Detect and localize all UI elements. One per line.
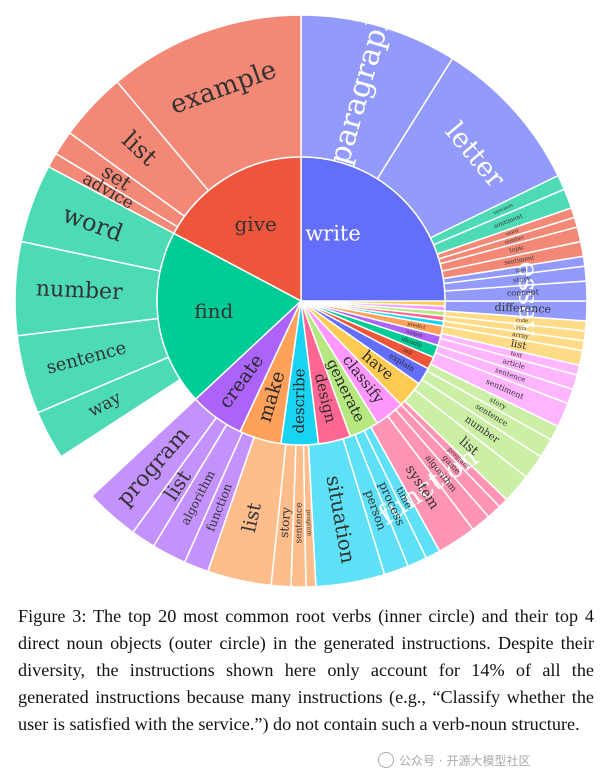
outer-label-tell-topic: topic [509, 244, 526, 254]
inner-slice-find[interactable] [156, 232, 303, 401]
inner-label-output: output [405, 329, 423, 339]
inner-slice-give[interactable] [172, 156, 302, 303]
inner-label-give: give [235, 212, 277, 236]
inner-label-tell: tell [402, 348, 413, 357]
outer-label-tell-number: number [504, 235, 525, 246]
inner-label-find: find [194, 299, 233, 323]
outer-label-make-sentence: sentence [294, 503, 304, 544]
figure-caption: Figure 3: The top 20 most common root ve… [18, 606, 594, 734]
outer-label-classify-text: text [510, 350, 524, 360]
outer-label-have-sum: sum [516, 325, 527, 332]
inner-label-predict: predict [407, 321, 426, 331]
inner-slice-unlabeled[interactable] [300, 300, 446, 307]
wechat-icon [378, 752, 394, 768]
inner-label-describe: describe [290, 368, 309, 433]
outer-label-make-program: program [305, 510, 313, 537]
outer-label-explain-story: story [513, 275, 532, 285]
outer-label-have-code: code [516, 317, 528, 324]
outer-label-explain-concept: concept [507, 288, 540, 298]
outer-label-have-list: list [510, 338, 527, 352]
outer-label-make-story: story [277, 506, 293, 538]
outer-label-write-essay: essay [512, 261, 544, 337]
outer-label-tell-word: word [505, 228, 520, 238]
outer-label-find-number: number [35, 276, 123, 305]
watermark-text: 公众号 · 开源大模型社区 [399, 754, 531, 768]
outer-label-explain-idea: idea [515, 267, 526, 274]
inner-label-write: write [305, 222, 361, 246]
watermark: 公众号 · 开源大模型社区 [378, 752, 530, 769]
outer-label-have-array: array [512, 331, 530, 341]
outer-label-explain-difference: difference [494, 301, 551, 316]
